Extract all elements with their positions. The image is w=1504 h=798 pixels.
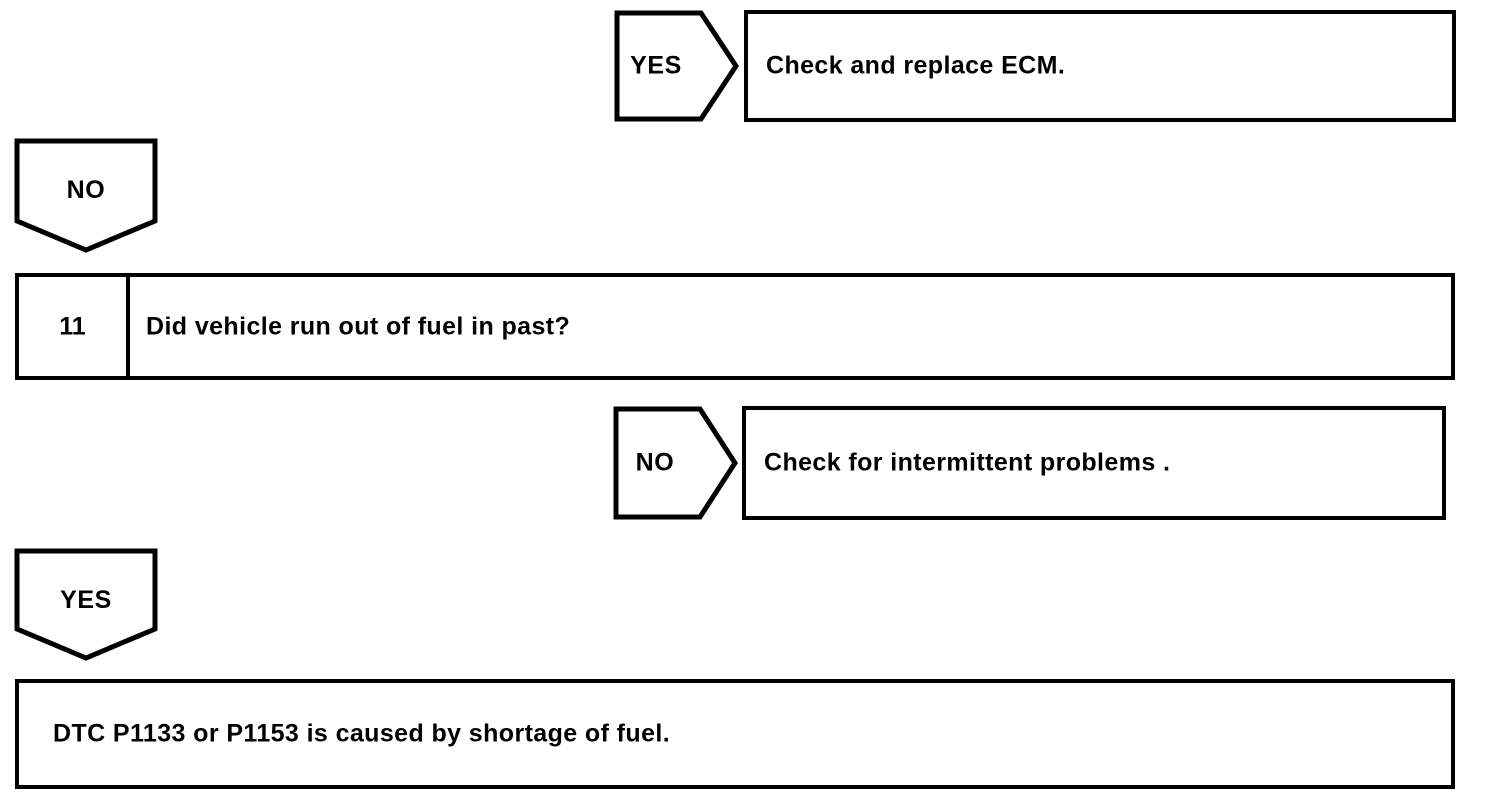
no-pentagon-label: NO xyxy=(66,176,106,204)
result-box-text-dtc: DTC P1133 or P1153 is caused by shortage… xyxy=(53,719,671,748)
yes-chevron-tag-top: YES xyxy=(614,10,739,122)
no-pentagon-tag: NO xyxy=(14,138,158,254)
chevron-shape-icon xyxy=(614,10,739,122)
action-box-check-intermittent: Check for intermittent problems . xyxy=(742,406,1446,520)
action-box-text-ecm: Check and replace ECM. xyxy=(766,51,1066,80)
yes-pentagon-label: YES xyxy=(60,586,112,614)
action-box-check-replace-ecm: Check and replace ECM. xyxy=(744,10,1456,122)
chevron-shape-icon xyxy=(613,406,738,520)
yes-pentagon-tag: YES xyxy=(14,548,158,661)
pentagon-down-shape-icon xyxy=(14,138,158,253)
yes-chevron-label-top: YES xyxy=(630,51,682,80)
action-box-text-intermittent: Check for intermittent problems . xyxy=(764,448,1171,477)
pentagon-down-shape-icon xyxy=(14,548,158,661)
step-number-cell: 11 xyxy=(19,277,130,376)
step-box-11: 11 Did vehicle run out of fuel in past? xyxy=(15,273,1455,380)
step-box-text-11: Did vehicle run out of fuel in past? xyxy=(146,312,571,340)
no-chevron-tag-mid: NO xyxy=(613,406,738,520)
no-chevron-label-mid: NO xyxy=(635,448,675,477)
result-box-dtc: DTC P1133 or P1153 is caused by shortage… xyxy=(15,679,1455,789)
step-number-11: 11 xyxy=(59,312,86,340)
